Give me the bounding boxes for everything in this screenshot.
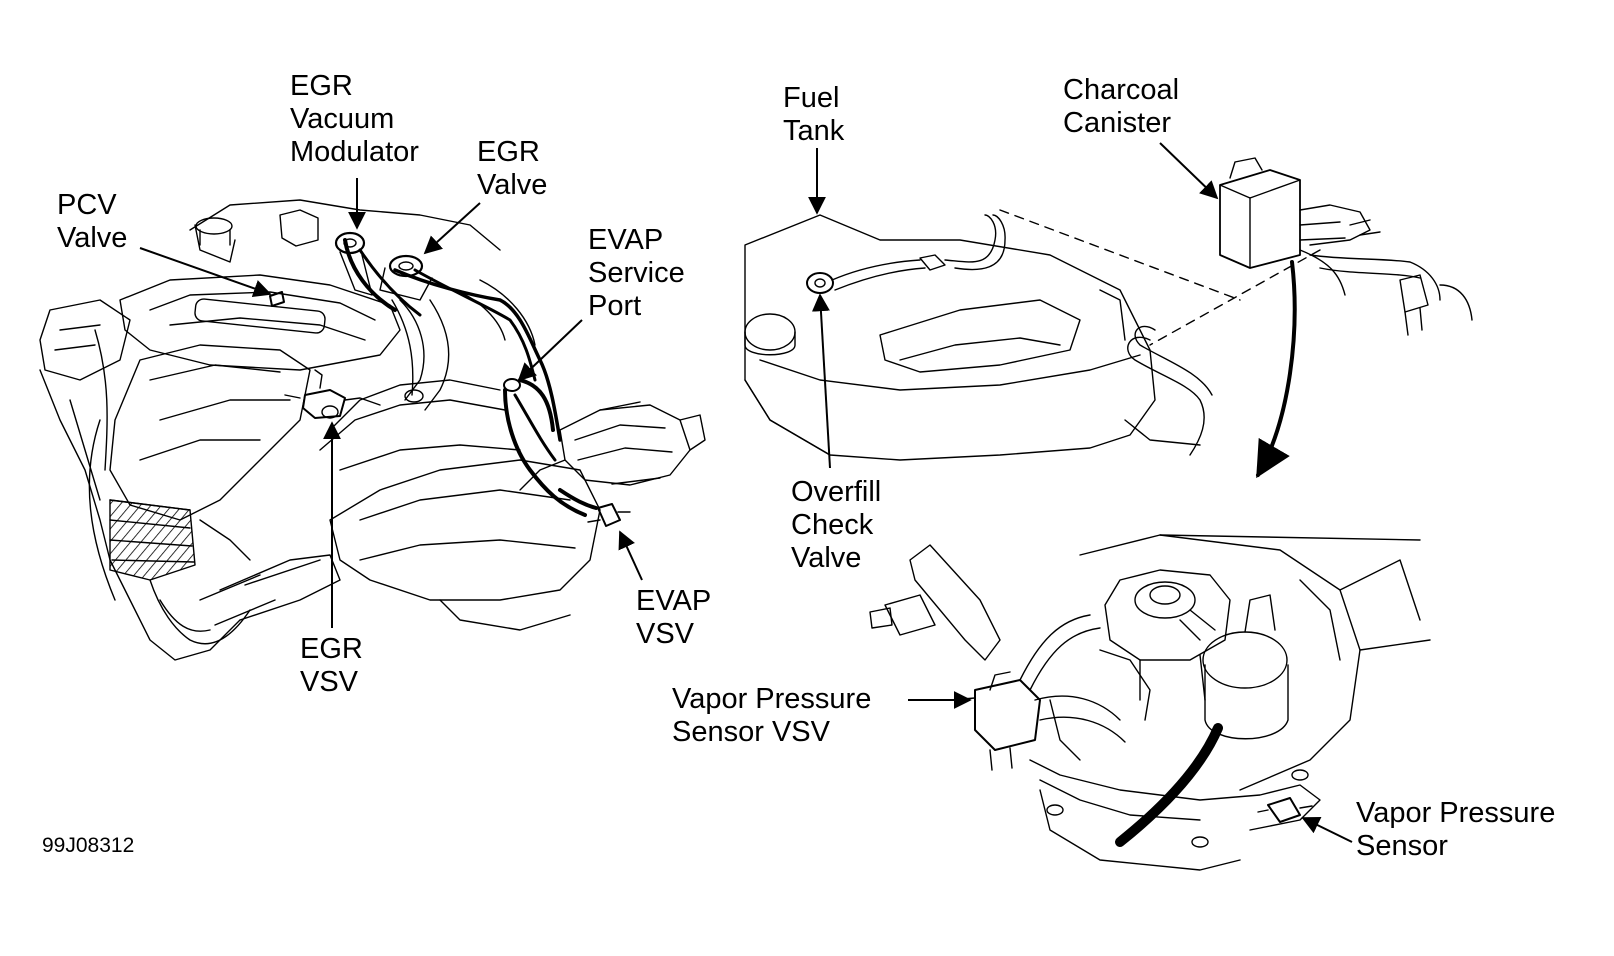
charcoal-canister-illustration <box>1219 157 1473 479</box>
label-line: Tank <box>783 115 845 147</box>
label-line: Charcoal <box>1063 74 1180 106</box>
leader-evap-service-port <box>517 319 583 382</box>
label-line: Valve <box>791 542 862 574</box>
label-line: EGR <box>290 70 353 102</box>
label-evap-vsv: EVAP VSV <box>636 585 711 651</box>
canister-detail-illustration <box>869 534 1431 871</box>
label-line: Sensor <box>1356 830 1448 862</box>
label-overfill-check-valve: Overfill Check Valve <box>791 476 881 575</box>
label-line: Vacuum <box>290 103 395 135</box>
label-line: VSV <box>300 666 359 698</box>
leader-egr-valve <box>423 202 481 255</box>
label-line: Port <box>588 290 642 322</box>
label-line: EVAP <box>588 224 664 256</box>
label-line: Vapor Pressure <box>672 683 872 715</box>
engine-illustration <box>39 199 706 661</box>
label-line: Valve <box>477 169 548 201</box>
figure-id: 99J08312 <box>42 834 135 857</box>
label-line: Check <box>791 509 874 541</box>
label-line: Fuel <box>783 82 840 114</box>
leader-vapor-pressure-sensor <box>1301 817 1353 843</box>
label-egr-vacuum-modulator: EGR Vacuum Modulator <box>290 70 419 169</box>
label-evap-service-port: EVAP Service Port <box>588 224 685 323</box>
label-line: PCV <box>57 189 117 221</box>
label-line: EGR <box>300 633 363 665</box>
label-line: EVAP <box>636 585 712 617</box>
label-vapor-pressure-sensor-vsv: Vapor Pressure Sensor VSV <box>672 683 871 749</box>
leader-charcoal-canister <box>1159 142 1219 200</box>
label-line: EGR <box>477 136 540 168</box>
label-line: Sensor VSV <box>672 716 830 748</box>
leader-evap-vsv <box>618 530 643 581</box>
label-egr-valve: EGR Valve <box>477 136 547 202</box>
label-line: VSV <box>636 618 695 650</box>
leader-pcv-valve <box>139 247 272 298</box>
label-line: Overfill <box>791 476 882 508</box>
label-line: Canister <box>1063 107 1171 139</box>
leader-overfill-check-valve <box>811 293 831 469</box>
label-pcv-valve: PCV Valve <box>57 189 127 255</box>
label-line: Service <box>588 257 685 289</box>
label-line: Vapor Pressure <box>1356 797 1556 829</box>
label-egr-vsv: EGR VSV <box>300 633 363 699</box>
label-line: Modulator <box>290 136 419 168</box>
label-vapor-pressure-sensor: Vapor Pressure Sensor <box>1356 797 1555 863</box>
label-charcoal-canister: Charcoal Canister <box>1063 74 1179 140</box>
fuel-tank-illustration <box>744 209 1321 461</box>
leader-arrows <box>139 142 1353 843</box>
label-line: Valve <box>57 222 128 254</box>
label-fuel-tank: Fuel Tank <box>783 82 844 148</box>
